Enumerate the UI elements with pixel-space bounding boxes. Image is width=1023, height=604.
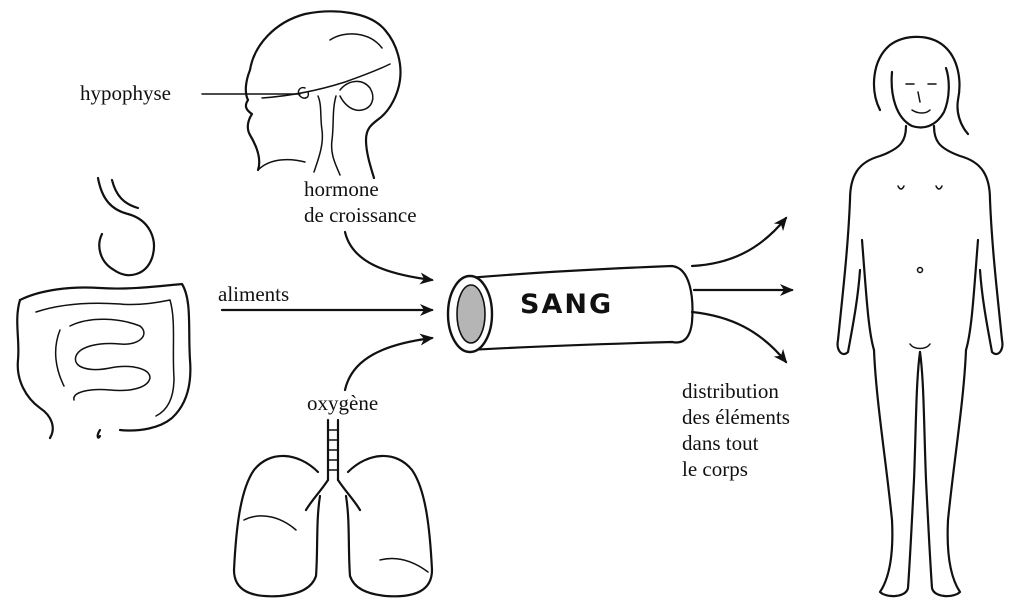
lungs-icon: [234, 420, 432, 596]
label-distribution-line2: des éléments: [682, 404, 790, 430]
label-hormone-line1: hormone: [304, 176, 379, 202]
arrow-out-up: [692, 218, 786, 266]
label-hormone-line2: de croissance: [304, 202, 417, 228]
label-sang: SANG: [520, 292, 613, 318]
arrow-oxygene: [345, 338, 432, 390]
label-distribution-line3: dans tout: [682, 430, 758, 456]
label-distribution-line4: le corps: [682, 456, 748, 482]
label-aliments: aliments: [218, 281, 289, 307]
label-distribution-line1: distribution: [682, 378, 779, 404]
arrow-out-down: [692, 312, 786, 362]
label-oxygene: oxygène: [307, 390, 378, 416]
digestive-tract-icon: [17, 178, 190, 438]
human-body-icon: [838, 37, 1003, 596]
arrow-hormone: [345, 232, 432, 280]
label-hypophyse: hypophyse: [80, 80, 171, 106]
